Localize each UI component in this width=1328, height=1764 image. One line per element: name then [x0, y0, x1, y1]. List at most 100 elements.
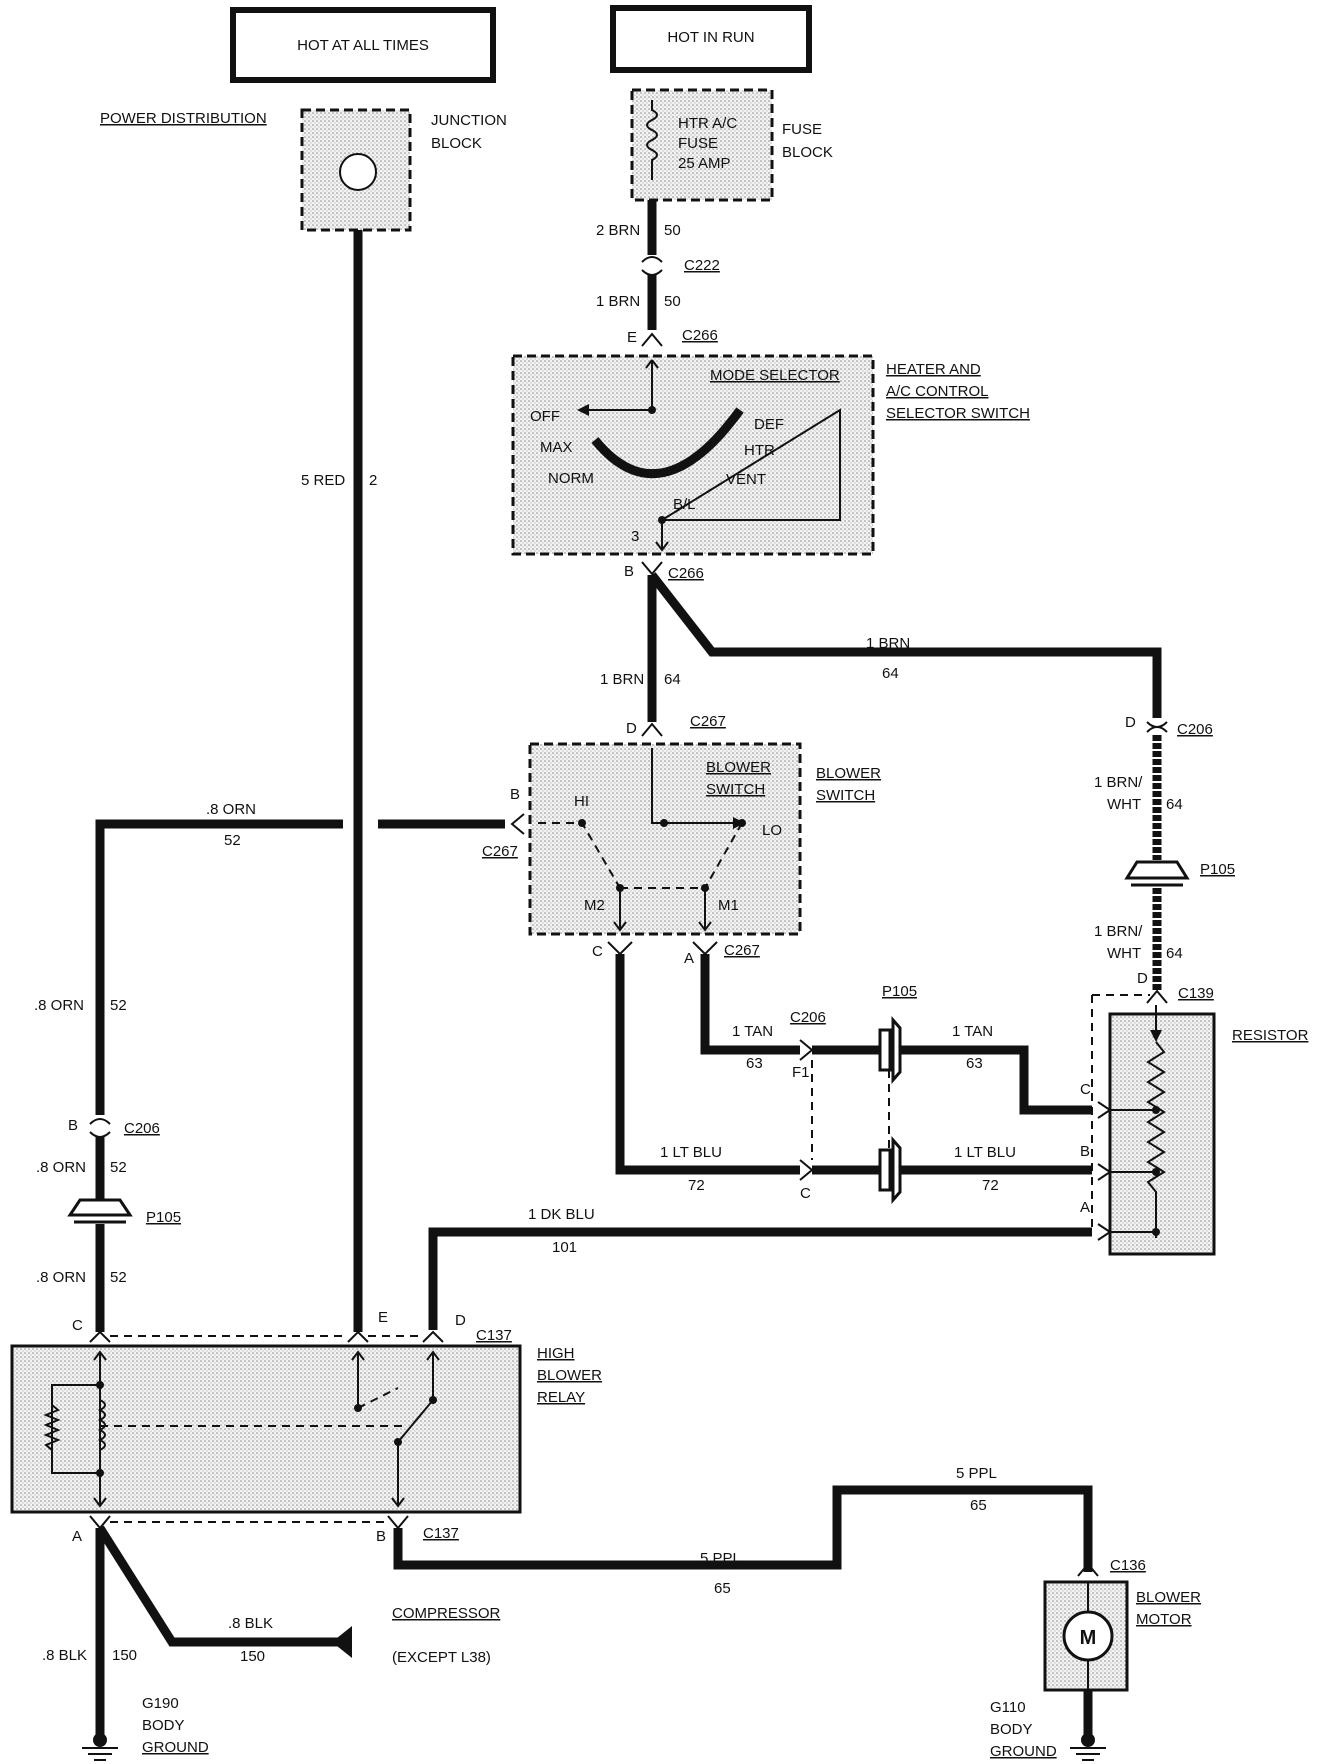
- wire-50-lower-label: 1 BRN: [596, 293, 640, 310]
- wire-63-right: [910, 1045, 1092, 1115]
- mode-htr: HTR: [744, 442, 775, 459]
- motor-label-2: MOTOR: [1136, 1611, 1192, 1628]
- junction-block-label-2: BLOCK: [431, 135, 482, 152]
- wire-52-lower-label: .8 ORN: [36, 1159, 86, 1176]
- pin-b-266: B: [624, 563, 634, 580]
- relay-contact-arm: [397, 1399, 434, 1443]
- wire-64-c-number: 64: [1166, 796, 1183, 813]
- wire-63-left-label: 1 TAN: [732, 1023, 773, 1040]
- wire-52-bottom-number: 52: [110, 1269, 127, 1286]
- heater-switch-label-3: SELECTOR SWITCH: [886, 405, 1030, 422]
- hot-at-all-times-box: [230, 7, 496, 83]
- splice-p105-left-icon: [67, 1198, 133, 1224]
- wire-52-bottom-label: .8 ORN: [36, 1269, 86, 1286]
- fuse-block: [630, 88, 774, 202]
- wire-63-left-number: 63: [746, 1055, 763, 1072]
- mode-max: MAX: [540, 439, 573, 456]
- wire-65-lower-number: 65: [714, 1580, 731, 1597]
- blower-switch-common: [651, 748, 735, 824]
- wire-52-top-number: 52: [224, 832, 241, 849]
- compressor-except: (EXCEPT L38): [392, 1649, 491, 1666]
- wire-101: [428, 1227, 1092, 1330]
- connector-c267-d: C267: [690, 713, 726, 730]
- blower-switch-inner-label-2: SWITCH: [706, 781, 765, 798]
- wire-64-c-label-2: WHT: [1107, 796, 1141, 813]
- pin-b-267: B: [510, 786, 520, 803]
- connector-c222-icon: [641, 256, 663, 276]
- mode-def: DEF: [754, 416, 784, 433]
- wire-101-label: 1 DK BLU: [528, 1206, 595, 1223]
- connector-c139: C139: [1178, 985, 1214, 1002]
- hot-at-all-times-label: HOT AT ALL TIMES: [297, 37, 429, 54]
- wire-64-top-number: 64: [882, 665, 899, 682]
- connector-c206-f1-icon: [799, 1039, 814, 1061]
- mode-norm: NORM: [548, 470, 594, 487]
- wire-72-left: [615, 954, 800, 1175]
- high-blower-relay: [10, 1344, 522, 1514]
- connector-c206-d: C206: [1177, 721, 1213, 738]
- power-distribution-label: POWER DISTRIBUTION: [100, 110, 267, 127]
- blower-switch: [528, 742, 802, 936]
- fuse-label-1: HTR A/C: [678, 115, 737, 132]
- connector-c206-b-icon: [89, 1118, 111, 1138]
- relay-label-1: HIGH: [537, 1345, 575, 1362]
- blower-switch-inner-label-1: BLOWER: [706, 759, 771, 776]
- g190-label-1: G190: [142, 1695, 179, 1712]
- blower-switch-label-1: BLOWER: [816, 765, 881, 782]
- junction-block-label-1: JUNCTION: [431, 112, 507, 129]
- pin-d-139: D: [1137, 970, 1148, 987]
- splice-p105-right: P105: [1200, 861, 1235, 878]
- ground-g110-icon: [1070, 1747, 1106, 1761]
- g110-label-2: BODY: [990, 1721, 1033, 1738]
- wire-64-left-number: 64: [664, 671, 681, 688]
- mode-off: OFF: [530, 408, 560, 425]
- pin-c-206: C: [800, 1185, 811, 1202]
- pin-b-137: B: [376, 1528, 386, 1545]
- g190-label-2: BODY: [142, 1717, 185, 1734]
- relay-label-2: BLOWER: [537, 1367, 602, 1384]
- connector-c137-bot: C137: [423, 1525, 459, 1542]
- wire-64-top-label: 1 BRN: [866, 635, 910, 652]
- fuse-label-3: 25 AMP: [678, 155, 731, 172]
- wire-63-right-label: 1 TAN: [952, 1023, 993, 1040]
- connector-c206-d-icon: [1146, 721, 1168, 733]
- relay-resistor-icon: [43, 1384, 100, 1474]
- connector-c266-b-icon: [641, 561, 663, 576]
- blower-hi: HI: [574, 793, 589, 810]
- pin-e-266: E: [627, 329, 637, 346]
- blower-m1: M1: [718, 897, 739, 914]
- wire-64-c-label-1: 1 BRN/: [1094, 774, 1143, 791]
- mode-pin-3: 3: [631, 528, 639, 545]
- pin-a-resistor: A: [1080, 1199, 1090, 1216]
- mode-selector-arc: [591, 407, 744, 479]
- connector-c266-e: C266: [682, 327, 718, 344]
- mode-vent: VENT: [726, 471, 766, 488]
- wire-65-lower-label: 5 PPL: [700, 1550, 741, 1567]
- connector-c267-b-icon: [510, 813, 525, 835]
- motor-symbol: M: [1080, 1627, 1097, 1649]
- wire-72-left-label: 1 LT BLU: [660, 1144, 722, 1161]
- mode-bl: B/L: [673, 496, 696, 513]
- splice-p105-mid-2-icon: [878, 1136, 902, 1204]
- wire-65-upper-label: 5 PPL: [956, 1465, 997, 1482]
- connector-c136: C136: [1110, 1557, 1146, 1574]
- mode-selector-label: MODE SELECTOR: [710, 367, 840, 384]
- splice-p105-mid: P105: [882, 983, 917, 1000]
- wire-63-left: [700, 954, 800, 1055]
- compressor-label: COMPRESSOR: [392, 1605, 501, 1622]
- wire-50-upper-number: 50: [664, 222, 681, 239]
- wire-52-mid-number: 52: [110, 997, 127, 1014]
- wire-150-right-label: .8 BLK: [228, 1615, 273, 1632]
- relay-label-3: RELAY: [537, 1389, 585, 1406]
- connector-c266-e-icon: [641, 332, 663, 347]
- pin-b-206: B: [68, 1117, 78, 1134]
- blower-switch-label-2: SWITCH: [816, 787, 875, 804]
- connector-c139-icon: [1146, 989, 1168, 1004]
- wire-50-lower-number: 50: [664, 293, 681, 310]
- wire-72-left-number: 72: [688, 1177, 705, 1194]
- pin-b-resistor: B: [1080, 1143, 1090, 1160]
- wire-2-number: 2: [369, 472, 377, 489]
- wire-52-top: [95, 819, 343, 1115]
- resistor-label: RESISTOR: [1232, 1027, 1309, 1044]
